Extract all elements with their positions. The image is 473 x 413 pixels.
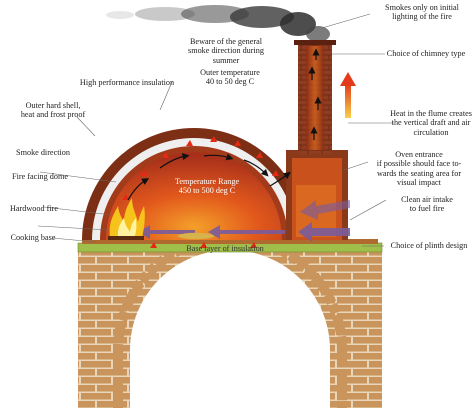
label-chimney-type: Choice of chimney type	[386, 49, 466, 58]
label-base-insulation: Base layer of insulation	[186, 244, 264, 253]
cooking-base-slab	[82, 239, 378, 244]
label-smoke-direction: Smoke direction	[16, 148, 70, 157]
dome-flames	[122, 136, 279, 248]
smoke-plume	[106, 5, 330, 42]
heat-arrow	[340, 72, 356, 118]
label-high-perf-insulation: High performance insulation	[79, 78, 175, 87]
oven-entrance-block	[286, 150, 348, 240]
label-fire-dome: Fire facing dome	[12, 172, 68, 181]
plinth	[78, 233, 382, 408]
label-plinth-design: Choice of plinth design	[390, 241, 468, 250]
label-outer-shell: Outer hard shell,heat and frost proof	[20, 101, 86, 120]
leader-lines	[37, 13, 394, 247]
label-cooking-base: Cooking base	[10, 233, 56, 242]
hardwood-fire	[108, 198, 145, 240]
pizza	[178, 232, 214, 240]
smoke-direction-arrows	[127, 48, 322, 201]
chimney	[294, 40, 336, 154]
air-intake-arrows	[138, 200, 350, 242]
label-hardwood-fire: Hardwood fire	[10, 204, 58, 213]
